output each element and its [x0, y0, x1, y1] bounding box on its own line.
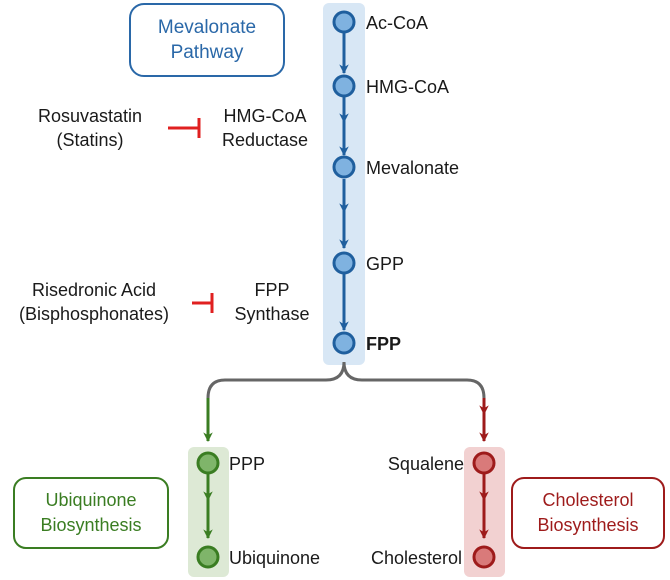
node-ppp: [196, 451, 220, 475]
label-squalene: Squalene: [388, 454, 464, 474]
branch-split-right: [342, 361, 486, 404]
ubiquinone-biosynthesis-line2: Biosynthesis: [40, 515, 141, 535]
node-squalene: [472, 451, 496, 475]
node-gpp: [332, 251, 356, 275]
inhibition-symbol-statins: [168, 118, 201, 138]
enzyme-hmg-coa-reductase-line2: Reductase: [222, 130, 308, 150]
label-hmg-coa: HMG-CoA: [366, 77, 449, 97]
main-pathway-nodes: [332, 10, 356, 355]
node-ac-coa: [332, 10, 356, 34]
mevalonate-pathway-box: [129, 3, 285, 77]
node-ubiquinone: [196, 545, 220, 569]
label-ubiquinone: Ubiquinone: [229, 548, 320, 568]
branch-split-left: [206, 361, 346, 441]
cholesterol-biosynthesis-line2: Biosynthesis: [537, 515, 638, 535]
enzyme-fpp-synthase-line1: FPP: [254, 280, 289, 300]
inhibitor-rosuvastatin-line1: Rosuvastatin: [38, 106, 142, 126]
label-cholesterol: Cholesterol: [371, 548, 462, 568]
inhibition-symbol-bisphosphonates: [192, 293, 214, 313]
node-mevalonate: [332, 155, 356, 179]
ubiquinone-biosynthesis-line1: Ubiquinone: [45, 490, 136, 510]
cholesterol-biosynthesis-line1: Cholesterol: [542, 490, 633, 510]
label-ppp: PPP: [229, 454, 265, 474]
cholesterol-biosynthesis-box: [511, 477, 665, 549]
enzyme-fpp-synthase-line2: Synthase: [234, 304, 309, 324]
ubiquinone-biosynthesis-box: [13, 477, 169, 549]
node-cholesterol: [472, 545, 496, 569]
label-fpp: FPP: [366, 334, 401, 354]
enzyme-hmg-coa-reductase-line1: HMG-CoA: [223, 106, 306, 126]
label-mevalonate: Mevalonate: [366, 158, 459, 178]
label-ac-coa: Ac-CoA: [366, 13, 428, 33]
mevalonate-pathway-title-line1: Mevalonate: [158, 17, 256, 38]
inhibitor-risedronic-acid-line2: (Bisphosphonates): [19, 304, 169, 324]
inhibitor-risedronic-acid-line1: Risedronic Acid: [32, 280, 156, 300]
node-hmg-coa: [332, 74, 356, 98]
mevalonate-pathway-title-line2: Pathway: [171, 42, 244, 63]
inhibitor-rosuvastatin-line2: (Statins): [56, 130, 123, 150]
label-gpp: GPP: [366, 254, 404, 274]
node-fpp: [332, 331, 356, 355]
